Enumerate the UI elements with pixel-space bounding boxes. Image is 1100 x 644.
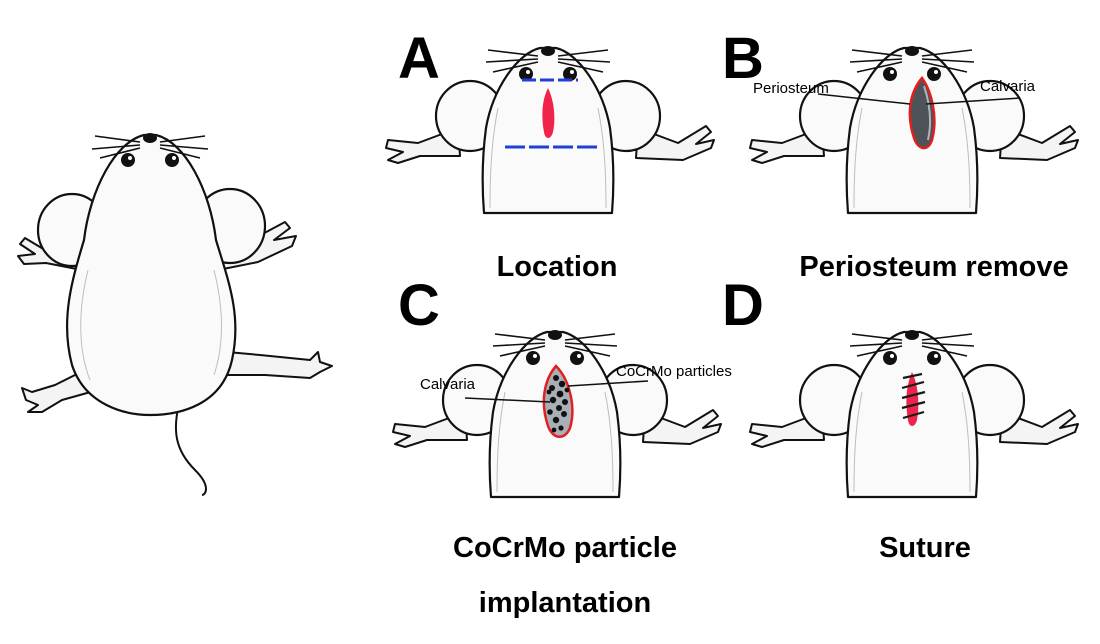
panel-d: D Suture (722, 273, 1080, 564)
panel-c-caption-line2: implantation (479, 587, 651, 619)
suture-stitches (901, 372, 926, 420)
whole-mouse (17, 133, 333, 496)
periosteum-label: Periosteum (753, 80, 829, 97)
calvaria-label-c: Calvaria (420, 376, 476, 393)
cocrmo-particles-label: CoCrMo particles (616, 363, 732, 380)
panel-d-letter: D (722, 273, 764, 338)
panel-c: C Calvaria CoCrMo particles CoCrMo parti… (391, 273, 732, 619)
cocrmo-particles (546, 375, 570, 433)
panel-b: B Periosteum Calvaria Periosteum remove (722, 26, 1080, 283)
panel-a-letter: A (398, 26, 440, 91)
panel-c-letter: C (398, 273, 440, 338)
incision-mark (542, 88, 555, 138)
panel-b-letter: B (722, 26, 764, 91)
panel-a-caption: Location (497, 251, 618, 283)
panel-a: A Location (384, 26, 716, 283)
panel-b-caption: Periosteum remove (799, 251, 1068, 283)
panel-c-caption-line1: CoCrMo particle (453, 532, 677, 564)
calvaria-exposed (908, 75, 936, 150)
panel-d-caption: Suture (879, 532, 971, 564)
calvaria-label-b: Calvaria (980, 78, 1036, 95)
